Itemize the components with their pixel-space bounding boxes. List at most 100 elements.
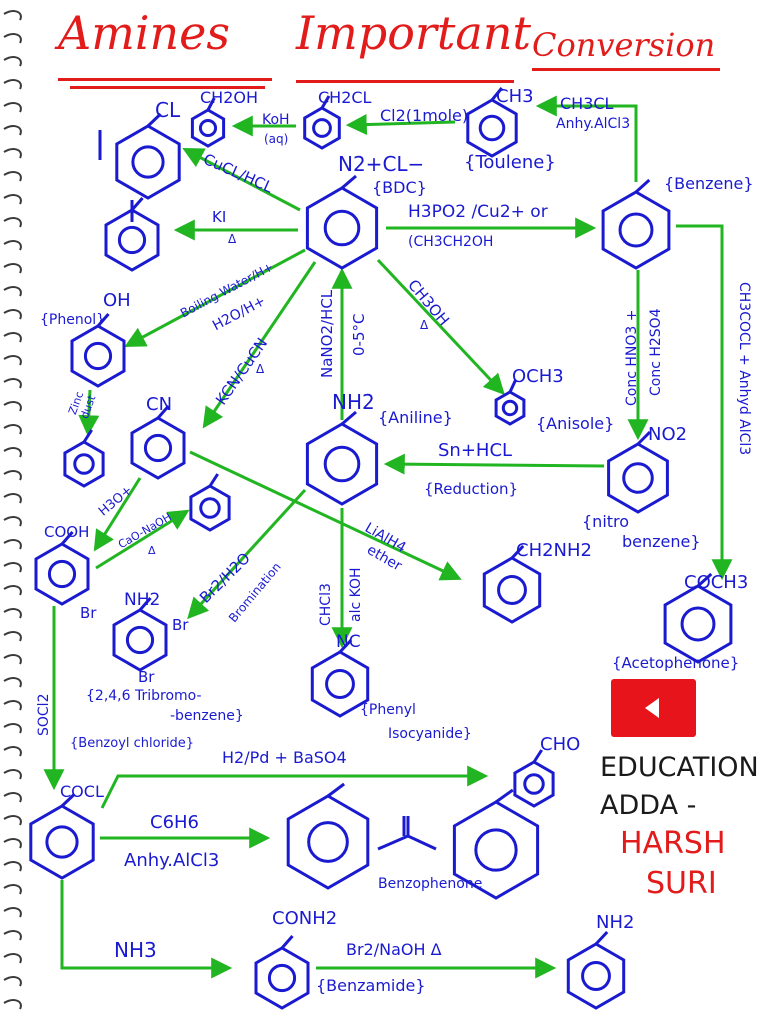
ring-tribromoaniline-bond (138, 597, 152, 611)
ring-benzophenone-right-bond (495, 788, 514, 804)
spiral-ring (3, 263, 22, 274)
spiral-ring (3, 815, 22, 826)
ring-benzaldehyde (513, 760, 555, 808)
chcl3-label: CHCl3 (318, 583, 334, 626)
tribromo-nh2-label: NH2 (124, 590, 161, 610)
ch3cl-label: CH3CL (560, 94, 614, 113)
ring-benzamide-circle (267, 963, 297, 993)
arrow-diazonium-to-chlorobenzene (182, 148, 301, 212)
ring-benzene-bond (634, 178, 651, 194)
arrow-benzene-to-acetophenone (676, 224, 733, 581)
spiral-ring (3, 838, 22, 849)
arrow-benzene-to-toluene (535, 95, 638, 182)
spiral-ring (3, 470, 22, 481)
ring-nitrobenzene (607, 442, 669, 514)
nh3-label: NH3 (114, 938, 157, 962)
benzamide-name: {Benzamide} (316, 976, 426, 995)
nitro-group-label: NO2 (648, 424, 688, 445)
benzoyl-chloride-group-label: COCL (60, 782, 104, 801)
ring-aniline-bond (341, 410, 357, 426)
ring-chlorobenzene-bond (146, 112, 162, 128)
spiral-ring (3, 907, 22, 918)
ring-aniline-circle (323, 445, 361, 483)
spiral-ring (3, 700, 22, 711)
phenol-group-label: OH (103, 290, 131, 311)
rosenmund-label: H2/Pd + BaSO4 (222, 748, 347, 767)
spiral-ring (3, 562, 22, 573)
nitrobenzene-name-2: benzene} (622, 532, 701, 551)
spiral-ring (3, 631, 22, 642)
spiral-ring (3, 102, 22, 113)
ring-benzene (601, 190, 671, 270)
carbonyl-bridge (377, 816, 437, 851)
benzoyl-chloride-name: {Benzoyl chloride} (70, 736, 195, 751)
ring-benzene-from-acid-circle (199, 497, 221, 519)
anisole-group-label: OCH3 (512, 366, 564, 387)
conh2-group-label: CONH2 (272, 908, 338, 929)
ring-toluene (466, 98, 518, 158)
ring-benzoic-acid-bond (60, 531, 74, 545)
spiral-ring (3, 746, 22, 757)
ring-nitrobenzene-bond (636, 430, 651, 446)
isocyanide-name-1: {Phenyl (360, 702, 416, 718)
benzophenone-name: Benzophenone (378, 876, 483, 892)
acylation-label: CH3COCL + Anhyd AlCl3 (736, 282, 752, 456)
spiral-ring (3, 608, 22, 619)
spiral-ring (3, 999, 22, 1010)
ch3oh-delta-label: Δ (420, 318, 429, 332)
toluene-group-label: CH3 (496, 86, 534, 107)
ring-anisole-bond (508, 379, 517, 393)
isocyanide-group-label: NC (336, 632, 361, 652)
kcn-delta-label: Δ (256, 362, 265, 376)
ring-benzoyl-chloride-bond (60, 792, 76, 808)
ring-benzyl-alcohol-circle (198, 118, 218, 138)
arrow-benzoyl-chloride-to-benzaldehyde (100, 765, 489, 809)
ring-isocyanide-bond (338, 638, 353, 654)
ring-diazonium (305, 186, 379, 270)
ring-benzonitrile-bond (156, 405, 170, 419)
anisole-name: {Anisole} (536, 414, 615, 433)
ring-benzyl-chloride-circle (312, 118, 332, 138)
alc-koh-label: alc KOH (348, 567, 364, 622)
ring-isocyanide-circle (325, 669, 355, 699)
nitration-label-2: Conc H2SO4 (648, 308, 664, 396)
spiral-ring (3, 378, 22, 389)
acetophenone-name: {Acetophenone} (612, 654, 740, 672)
cao-delta-label: Δ (148, 544, 156, 557)
acetyl-group-label: COCH3 (684, 572, 749, 593)
spiral-ring (3, 723, 22, 734)
spiral-ring (3, 56, 22, 67)
spiral-ring (3, 861, 22, 872)
final-nh2-label: NH2 (596, 912, 635, 933)
spiral-ring (3, 424, 22, 435)
arrow-benzoic-acid-to-benzene (95, 509, 190, 570)
spiral-ring (3, 884, 22, 895)
spiral-ring (3, 654, 22, 665)
ring-benzyl-alcohol-bond (206, 97, 216, 111)
ring-benzoic-acid (34, 542, 90, 606)
ring-toluene-circle (478, 114, 506, 142)
arrow-benzoyl-chloride-to-benzamide (60, 880, 233, 979)
ring-benzoic-acid-circle (47, 559, 77, 589)
spiral-ring (3, 447, 22, 458)
spiral-ring (3, 125, 22, 136)
socl2-label: SOCl2 (36, 693, 52, 736)
ring-phenol-bond (96, 313, 110, 327)
ring-benzaldehyde-circle (523, 773, 545, 795)
ring-phenol (70, 324, 126, 388)
cho-group-label: CHO (540, 734, 581, 755)
spiral-ring (3, 332, 22, 343)
chlorobenzene-label: CL (155, 98, 181, 122)
spiral-ring (3, 930, 22, 941)
koh-label: KoH (262, 112, 290, 128)
title-underline (70, 86, 265, 89)
arrow-diazonium-to-anisole (376, 258, 505, 396)
bromo-bottom-label: Br (138, 668, 155, 686)
nitrobenzene-name-1: {nitro (582, 512, 630, 531)
sn-hcl-label: Sn+HCL (438, 440, 513, 461)
ki-delta-label: Δ (228, 232, 237, 246)
spiral-ring (3, 33, 22, 44)
tribromo-name-2: -benzene} (170, 708, 244, 724)
spiral-ring (3, 401, 22, 412)
ring-diazonium-circle (323, 209, 361, 247)
